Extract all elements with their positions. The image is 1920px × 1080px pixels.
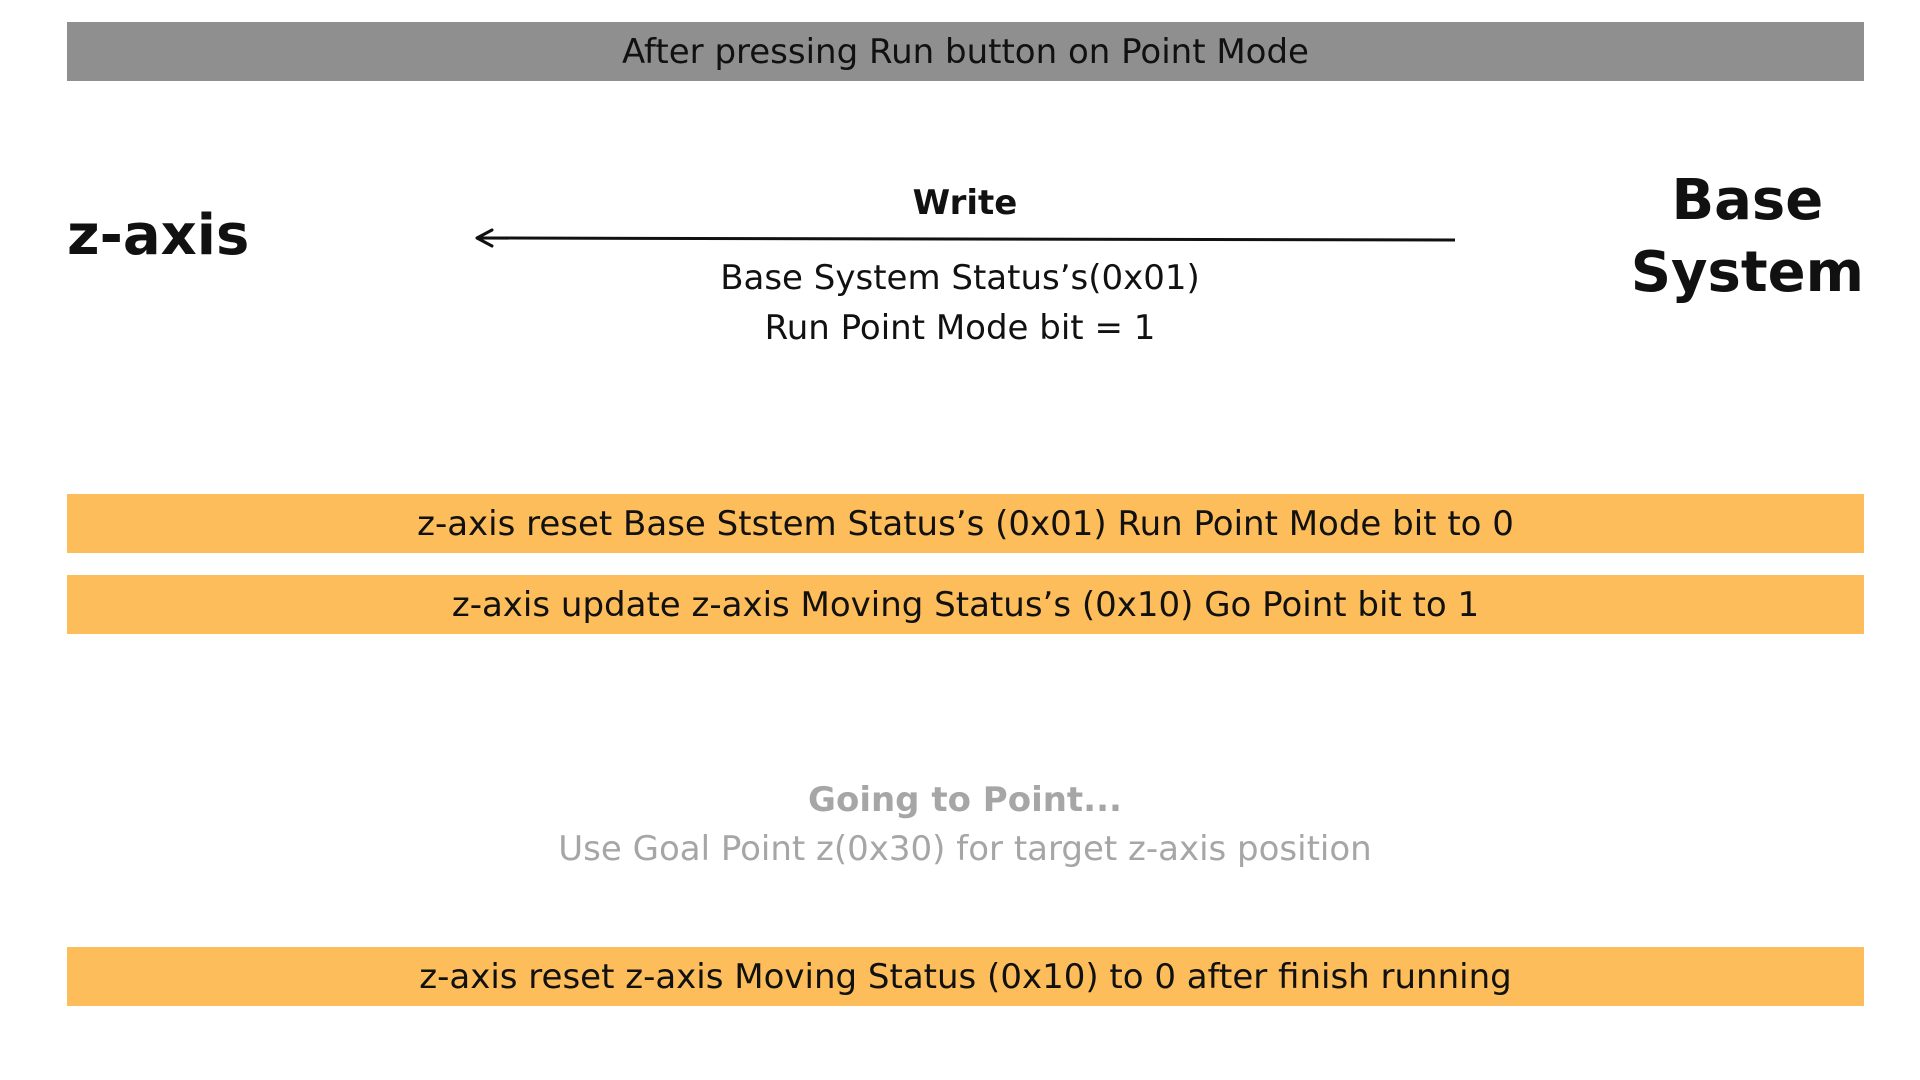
actor-z-axis: z-axis bbox=[67, 203, 250, 268]
message-text: Base System Status’s(0x01) Run Point Mod… bbox=[660, 253, 1260, 353]
going-to-point-note: Going to Point... Use Goal Point z(0x30)… bbox=[465, 776, 1465, 874]
step-bar-2: z-axis update z-axis Moving Status’s (0x… bbox=[67, 575, 1864, 634]
note-title: Going to Point... bbox=[808, 780, 1122, 820]
step-bar-3: z-axis reset z-axis Moving Status (0x10)… bbox=[67, 947, 1864, 1006]
message-line-1: Base System Status’s(0x01) bbox=[720, 258, 1200, 298]
write-arrow-line bbox=[477, 236, 1456, 242]
step-text-2: z-axis update z-axis Moving Status’s (0x… bbox=[451, 584, 1480, 625]
write-arrow bbox=[475, 228, 1456, 248]
actor-base-system-line1: Base bbox=[1671, 168, 1824, 233]
header-title: After pressing Run button on Point Mode bbox=[622, 31, 1309, 72]
step-bar-1: z-axis reset Base Ststem Status’s (0x01)… bbox=[67, 494, 1864, 553]
message-line-2: Run Point Mode bit = 1 bbox=[764, 308, 1156, 348]
note-text: Use Goal Point z(0x30) for target z-axis… bbox=[558, 829, 1372, 869]
write-arrow-head bbox=[475, 228, 494, 248]
step-text-3: z-axis reset z-axis Moving Status (0x10)… bbox=[419, 956, 1512, 997]
header-bar: After pressing Run button on Point Mode bbox=[67, 22, 1864, 81]
actor-base-system-line2: System bbox=[1630, 239, 1864, 305]
step-text-1: z-axis reset Base Ststem Status’s (0x01)… bbox=[417, 503, 1514, 544]
actor-base-system: Base System bbox=[1631, 165, 1864, 308]
message-label: Write bbox=[912, 183, 1018, 223]
